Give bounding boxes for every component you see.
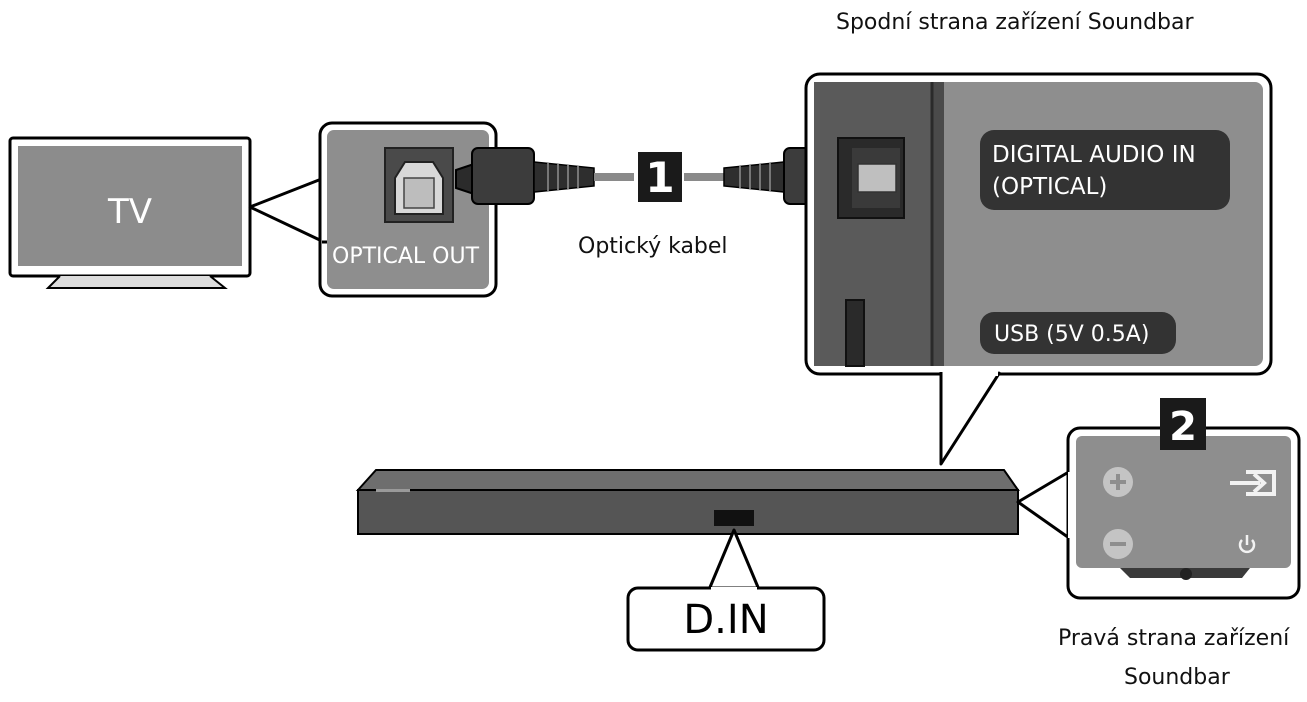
right-panel-callout: 2: [1066, 398, 1301, 600]
digital-audio-label-bg: [980, 130, 1230, 210]
display-text: D.IN: [683, 597, 768, 643]
cable-left-boot: [533, 161, 595, 193]
digital-audio-label-line2: (OPTICAL): [992, 174, 1107, 200]
cable-left-plug: [471, 147, 535, 205]
soundbar-illustration: [355, 469, 1020, 535]
cable-right-boot: [723, 161, 785, 193]
tv-stand: [45, 275, 228, 289]
soundbar-display: [714, 510, 754, 526]
display-callout-pointer: [706, 528, 762, 593]
cable-wire-right: [684, 173, 724, 181]
volume-up-icon: [1103, 467, 1133, 497]
optical-out-socket: [384, 147, 454, 223]
optical-in-socket: [837, 137, 905, 219]
soundbar-logo: [376, 489, 410, 492]
usb-label-bg: [980, 312, 1176, 354]
soundbar-top: [355, 469, 1020, 491]
power-icon: [1238, 535, 1256, 554]
tv-label: TV: [107, 192, 152, 232]
optical-cable: 1: [455, 147, 863, 205]
tv-illustration: TV: [8, 136, 252, 289]
tv-port-label: OPTICAL OUT: [332, 244, 480, 269]
step-2-badge: [1160, 398, 1206, 450]
tv-callout-pointer: [248, 176, 326, 244]
usb-label: USB (5V 0.5A): [994, 322, 1149, 347]
cable-wire-left: [594, 173, 634, 181]
digital-audio-label-line1: DIGITAL AUDIO IN: [992, 142, 1196, 168]
right-panel-caption-line1: Pravá strana zařízení: [1058, 626, 1290, 651]
soundbar-bottom-callout: DIGITAL AUDIO IN (OPTICAL) USB (5V 0.5A): [804, 72, 1273, 376]
cable-caption: Optický kabel: [578, 234, 728, 259]
source-icon: [1230, 470, 1276, 496]
tv-port-callout: [318, 121, 498, 298]
volume-down-icon: [1103, 529, 1133, 559]
soundbar-front: [357, 489, 1019, 535]
tv-screen: [18, 146, 242, 266]
soundbar-bottom-pointer: [939, 371, 1002, 466]
right-panel-pointer: [1016, 468, 1074, 542]
right-panel-caption-line2: Soundbar: [1124, 665, 1230, 690]
soundbar-bottom-caption: Spodní strana zařízení Soundbar: [836, 10, 1194, 35]
step-1-number: 1: [645, 153, 674, 202]
step-1-badge: [638, 152, 682, 202]
usb-socket: [845, 299, 865, 367]
step-2-number: 2: [1169, 404, 1197, 450]
